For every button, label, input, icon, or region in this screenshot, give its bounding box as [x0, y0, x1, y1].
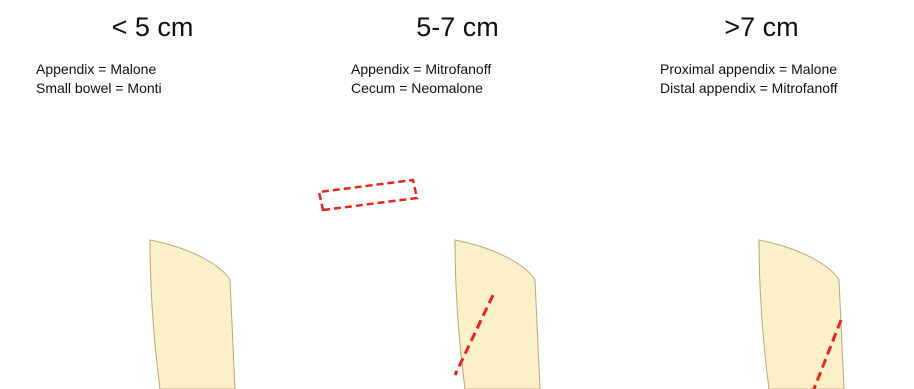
note-line: Appendix = Mitrofanoff [351, 60, 491, 79]
panel-over-7cm: >7 cm Proximal appendix = Malone Distal … [609, 0, 914, 389]
cecal-flap-outline [319, 180, 417, 210]
note-line: Distal appendix = Mitrofanoff [660, 79, 838, 98]
panel-heading: >7 cm [609, 12, 914, 43]
note-line: Small bowel = Monti [36, 79, 162, 98]
note-line: Cecum = Neomalone [351, 79, 491, 98]
panel-heading: < 5 cm [0, 12, 305, 43]
panel-under-5cm: < 5 cm Appendix = Malone Small bowel = M… [0, 0, 305, 389]
bowel-diagram [0, 100, 305, 389]
mesentery [759, 240, 844, 389]
bowel-illustration [150, 240, 235, 389]
mesentery [455, 240, 540, 389]
panel-notes: Proximal appendix = Malone Distal append… [660, 60, 838, 98]
bowel-diagram [305, 100, 610, 389]
note-line: Proximal appendix = Malone [660, 60, 838, 79]
note-line: Appendix = Malone [36, 60, 162, 79]
panel-5-7cm: 5-7 cm Appendix = Mitrofanoff Cecum = Ne… [305, 0, 610, 389]
panel-heading: 5-7 cm [305, 12, 610, 43]
mesentery [150, 240, 235, 389]
bowel-diagram [609, 100, 914, 389]
panel-notes: Appendix = Mitrofanoff Cecum = Neomalone [351, 60, 491, 98]
panel-notes: Appendix = Malone Small bowel = Monti [36, 60, 162, 98]
bowel-illustration [759, 240, 844, 389]
bowel-illustration [455, 240, 540, 389]
